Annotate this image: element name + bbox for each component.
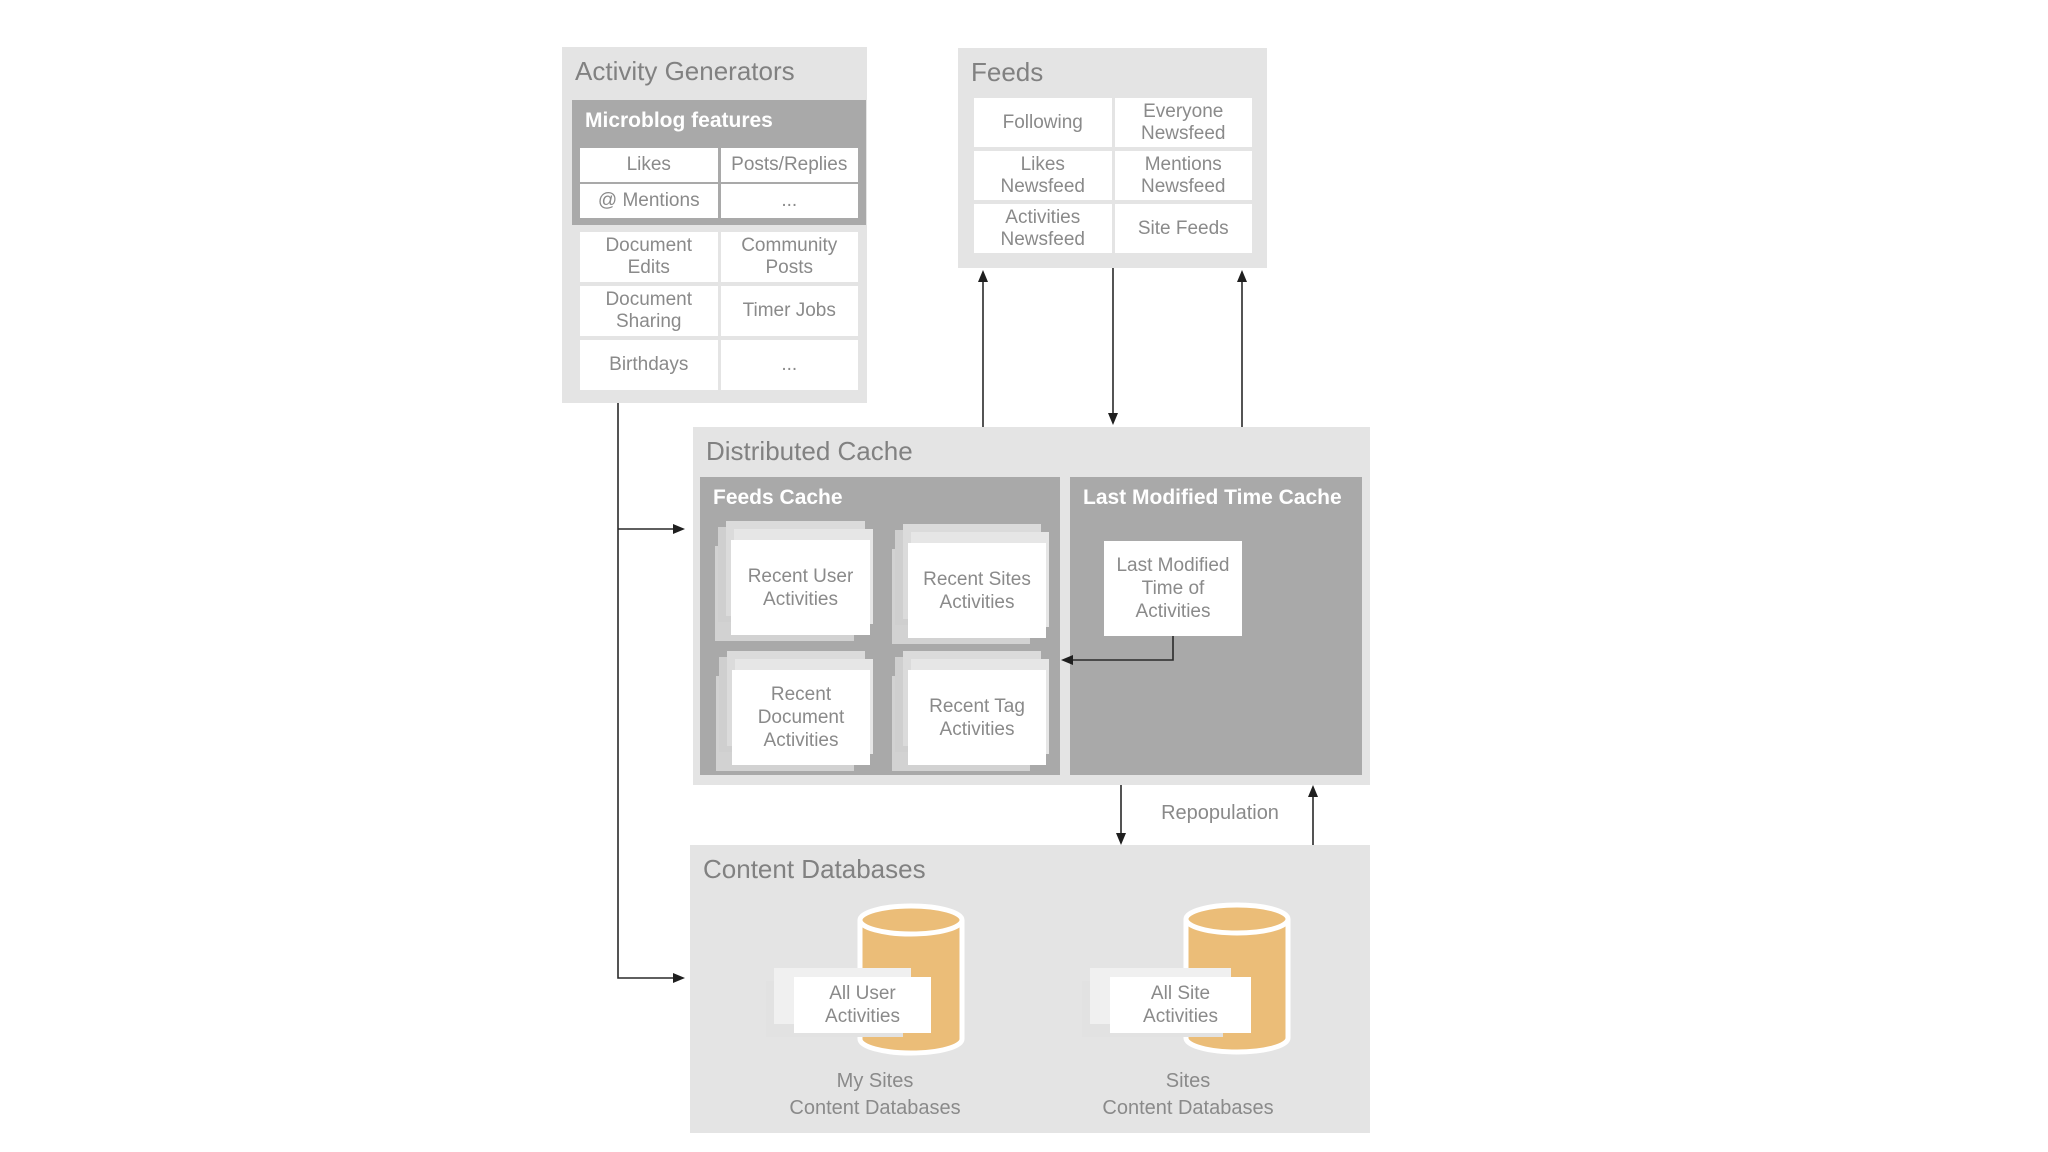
stacked-card-label: Recent User Activities <box>731 540 870 635</box>
activity-generators-box: Activity Generators Microblog features L… <box>562 47 867 403</box>
feeds-cache-box: Feeds Cache Recent User Activities Recen… <box>700 477 1060 775</box>
stacked-card-label: Recent Document Activities <box>732 670 870 765</box>
grid-cell: Following <box>974 98 1112 147</box>
grid-cell: Activities Newsfeed <box>974 204 1112 253</box>
stacked-card-label: Recent Sites Activities <box>908 543 1046 638</box>
microblog-grid: Likes Posts/Replies @ Mentions ... <box>580 148 858 218</box>
grid-cell: Timer Jobs <box>720 286 858 336</box>
stacked-card-label: Recent Tag Activities <box>908 670 1046 765</box>
last-modified-time-cache-title: Last Modified Time Cache <box>1083 486 1342 509</box>
feeds-cache-title: Feeds Cache <box>713 486 843 509</box>
last-modified-card: Last Modified Time of Activities <box>1104 541 1242 636</box>
feeds-box: Feeds Following Everyone Newsfeed Likes … <box>958 48 1267 268</box>
microblog-features-title: Microblog features <box>585 109 773 132</box>
database-card-label: All User Activities <box>794 977 931 1033</box>
microblog-features-box: Microblog features Likes Posts/Replies @… <box>572 100 866 225</box>
database-caption-line: Sites <box>1165 1070 1211 1092</box>
database-caption-line: Content Databases <box>1102 1097 1274 1119</box>
stacked-card: Recent Document Activities <box>716 651 873 771</box>
grid-cell: Mentions Newsfeed <box>1114 151 1252 200</box>
database-card: All User Activities <box>766 968 931 1037</box>
content-databases-box: Content Databases All User Activities Al… <box>690 845 1370 1133</box>
content-databases-title: Content Databases <box>703 854 926 884</box>
database-card-label: All Site Activities <box>1110 977 1251 1033</box>
feeds-title: Feeds <box>971 57 1044 87</box>
grid-cell: Community Posts <box>720 232 858 282</box>
activity-generators-grid: Document Edits Community Posts Document … <box>580 232 858 390</box>
grid-cell: Birthdays <box>580 340 718 390</box>
grid-cell: Likes <box>580 148 718 182</box>
grid-cell: Document Sharing <box>580 286 718 336</box>
database-caption-line: My Sites <box>836 1070 914 1092</box>
grid-cell: Posts/Replies <box>720 148 858 182</box>
stacked-card: Recent Tag Activities <box>892 651 1049 771</box>
database-caption-line: Content Databases <box>789 1097 961 1119</box>
stacked-card: Recent Sites Activities <box>892 524 1049 644</box>
grid-cell: Document Edits <box>580 232 718 282</box>
database-caption: Sites Content Databases <box>1078 1068 1298 1122</box>
activity-generators-title: Activity Generators <box>575 56 795 86</box>
grid-cell: ... <box>720 340 858 390</box>
grid-cell: Site Feeds <box>1114 204 1252 253</box>
distributed-cache-box: Distributed Cache Feeds Cache Recent Use… <box>693 427 1370 785</box>
grid-cell: Likes Newsfeed <box>974 151 1112 200</box>
grid-cell: Everyone Newsfeed <box>1114 98 1252 147</box>
last-modified-time-cache-box: Last Modified Time Cache Last Modified T… <box>1070 477 1362 775</box>
database-card: All Site Activities <box>1082 968 1251 1037</box>
arrow-generators-to-databases <box>617 403 685 983</box>
database-caption: My Sites Content Databases <box>765 1068 985 1122</box>
distributed-cache-title: Distributed Cache <box>706 436 913 466</box>
repopulation-label: Repopulation <box>1161 802 1279 824</box>
grid-cell: @ Mentions <box>580 184 718 218</box>
stacked-card: Recent User Activities <box>715 521 873 641</box>
grid-cell: ... <box>720 184 858 218</box>
feeds-grid: Following Everyone Newsfeed Likes Newsfe… <box>974 98 1252 253</box>
